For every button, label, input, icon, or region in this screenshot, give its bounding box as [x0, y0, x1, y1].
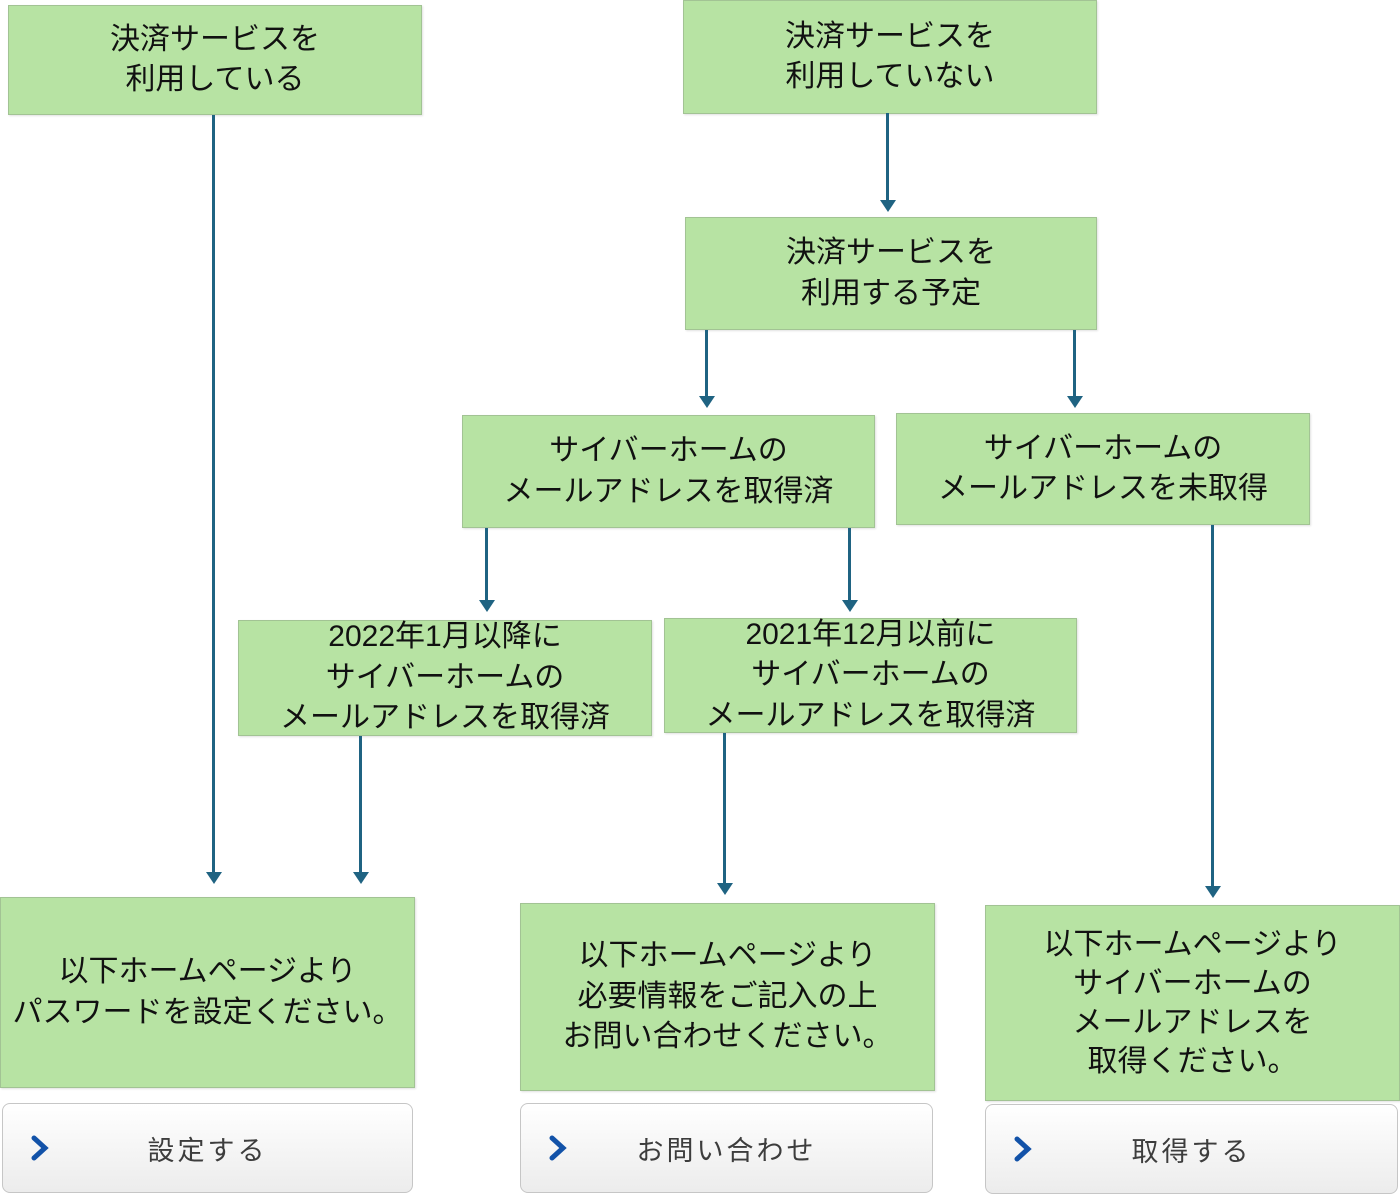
- set-password-button[interactable]: 設定する: [2, 1103, 413, 1193]
- node-payment-service-in-use: 決済サービスを 利用している: [8, 5, 422, 115]
- node-cyberhome-email-not-acquired: サイバーホームの メールアドレスを未取得: [896, 413, 1310, 525]
- node-acquired-after-jan-2022: 2022年1月以降に サイバーホームの メールアドレスを取得済: [238, 620, 652, 736]
- node-payment-service-not-in-use: 決済サービスを 利用していない: [683, 0, 1097, 114]
- arrow-plan-to-email-not-acquired: [1073, 330, 1076, 396]
- contact-button-label: お問い合わせ: [636, 1135, 817, 1166]
- arrow-acquired-to-before-2021: [848, 528, 851, 600]
- node-cyberhome-email-acquired: サイバーホームの メールアドレスを取得済: [462, 415, 875, 528]
- node-result-get-email: 以下ホームページより サイバーホームの メールアドレスを 取得ください。: [985, 905, 1400, 1101]
- node-acquired-before-dec-2021: 2021年12月以前に サイバーホームの メールアドレスを取得済: [664, 618, 1077, 733]
- arrow-not-acquired-to-get-email: [1211, 525, 1214, 886]
- chevron-right-icon: [547, 1134, 569, 1162]
- contact-button[interactable]: お問い合わせ: [520, 1103, 933, 1193]
- chevron-right-icon: [1012, 1135, 1034, 1163]
- get-email-button[interactable]: 取得する: [985, 1104, 1398, 1194]
- arrow-before-2021-to-contact: [723, 733, 726, 883]
- set-button-label: 設定する: [147, 1135, 268, 1166]
- arrow-acquired-to-after-2022: [485, 528, 488, 600]
- arrow-using-to-set-password: [212, 115, 215, 872]
- node-plan-to-use-payment-service: 決済サービスを 利用する予定: [685, 217, 1097, 330]
- get-button-label: 取得する: [1131, 1136, 1252, 1167]
- arrow-after-2022-to-set-password: [359, 736, 362, 872]
- node-result-contact-us: 以下ホームページより 必要情報をご記入の上 お問い合わせください。: [520, 903, 935, 1091]
- arrow-not-using-to-plan: [886, 113, 889, 200]
- arrow-plan-to-email-acquired: [705, 330, 708, 396]
- chevron-right-icon: [29, 1134, 51, 1162]
- node-result-set-password: 以下ホームページより パスワードを設定ください。: [0, 897, 415, 1088]
